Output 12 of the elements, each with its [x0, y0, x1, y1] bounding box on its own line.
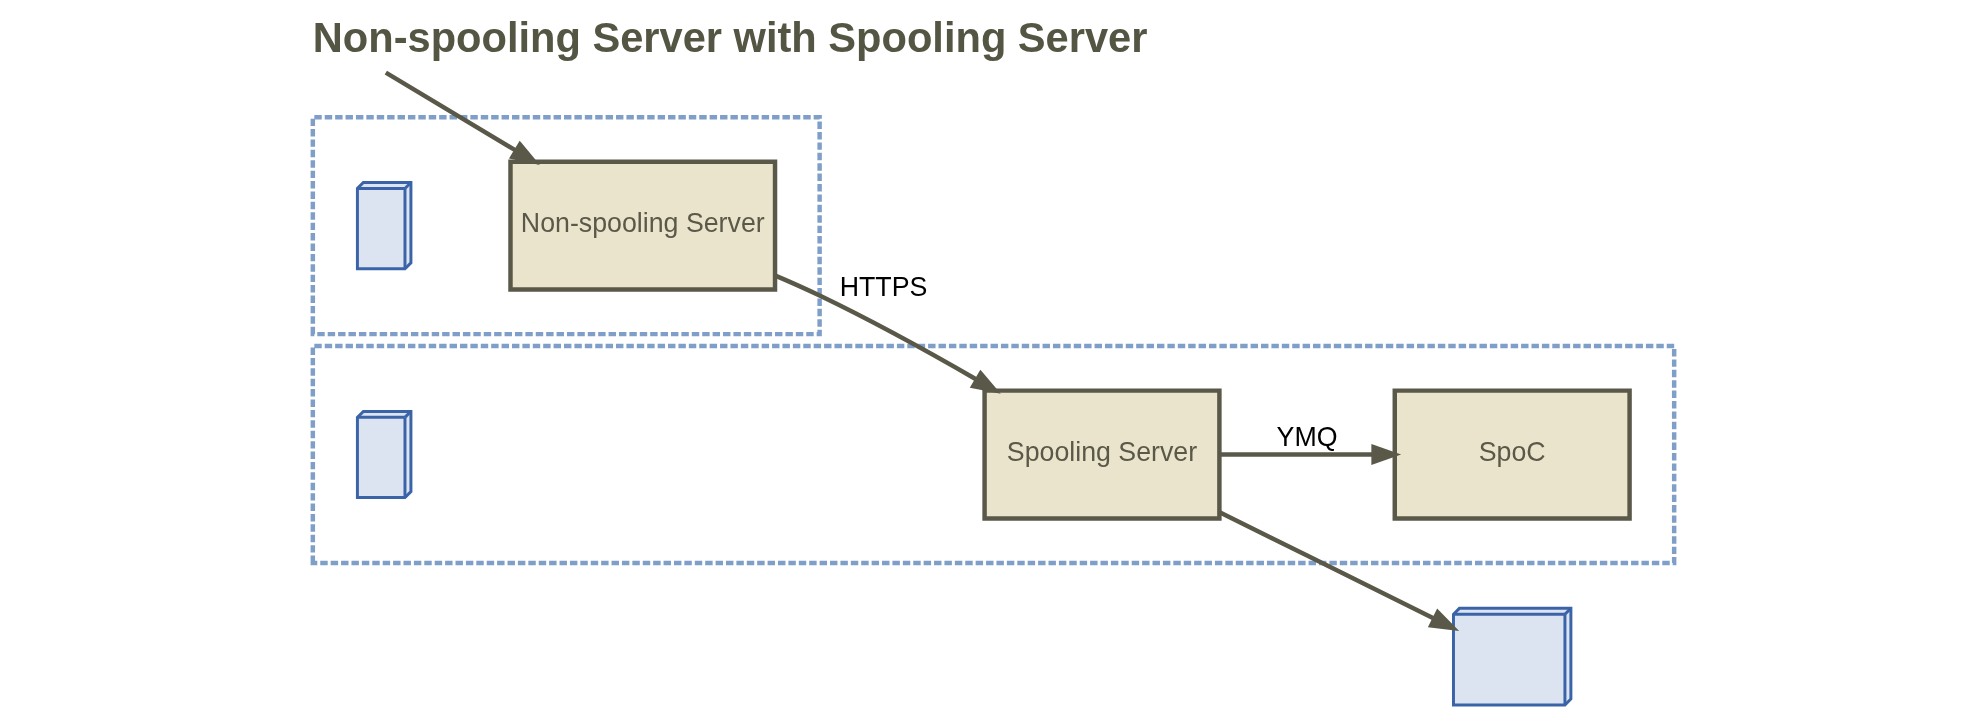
edge-label: YMQ: [1276, 422, 1338, 453]
arrow: [1219, 444, 1402, 465]
edge-label: HTTPS: [839, 272, 928, 303]
node-box: Spooling Server: [982, 388, 1222, 521]
diagram-title: Non-spooling Server with Spooling Server: [312, 13, 1148, 61]
node-box: SpoC: [1392, 388, 1632, 521]
node-box: Non-spooling Server: [508, 159, 778, 292]
arrow: [1218, 510, 1460, 632]
cluster: [310, 114, 822, 337]
cluster: [310, 343, 1677, 566]
arrow: [384, 70, 540, 165]
arrow: [774, 273, 1001, 394]
